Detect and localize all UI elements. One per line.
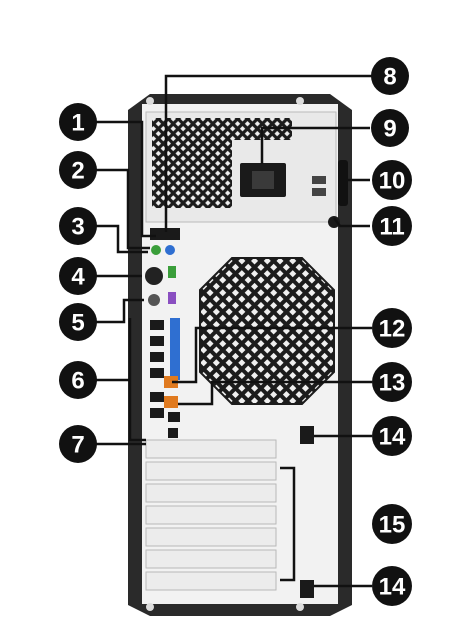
callout-5-label: 5: [71, 310, 84, 337]
expansion-slot: [145, 505, 277, 525]
leader-line-15: [280, 466, 296, 582]
side-handle-slot: [338, 160, 348, 206]
callout-5: 5: [59, 303, 97, 341]
callout-3-label: 3: [71, 214, 84, 241]
psu-latch: [312, 188, 326, 196]
callout-9-label: 9: [383, 116, 396, 143]
leader-line-2: [96, 168, 150, 250]
callout-12-label: 12: [379, 316, 406, 343]
chassis-screw: [296, 603, 304, 611]
expansion-slots: [145, 426, 314, 598]
leader-line-8: [164, 74, 372, 232]
leader-line-3: [96, 224, 148, 254]
callout-11-label: 11: [379, 214, 404, 241]
callout-6-label: 6: [71, 368, 84, 395]
usb-port: [150, 320, 164, 330]
io-panel: [145, 245, 180, 438]
callout-14-lower-label: 14: [379, 574, 406, 601]
audio-port-green: [151, 245, 161, 255]
callout-10-label: 10: [379, 168, 406, 195]
slot-latch: [300, 426, 314, 444]
callout-11: 11: [372, 206, 412, 246]
expansion-slot: [145, 439, 277, 459]
callout-1: 1: [59, 103, 97, 141]
psu-switch: [150, 228, 180, 240]
expansion-slot: [145, 483, 277, 503]
usb-port: [150, 336, 164, 346]
chassis-screw: [146, 97, 154, 105]
ps2-port-green: [168, 266, 176, 278]
callout-7: 7: [59, 425, 97, 463]
callout-2-label: 2: [71, 158, 84, 185]
serial-port: [170, 318, 180, 380]
usb-port: [150, 352, 164, 362]
fan-grille: [199, 257, 335, 405]
network-port: [168, 412, 180, 422]
psu-latch: [312, 176, 326, 184]
callout-7-label: 7: [71, 432, 84, 459]
chassis-screw: [146, 603, 154, 611]
leader-line-1: [94, 120, 156, 238]
usb-port: [150, 408, 164, 418]
callout-1-label: 1: [71, 110, 84, 137]
callout-9: 9: [371, 109, 409, 147]
callout-2: 2: [59, 151, 97, 189]
callout-14-upper: 14: [372, 416, 412, 456]
callout-4: 4: [59, 257, 97, 295]
callout-14-upper-label: 14: [379, 424, 406, 451]
leader-lines: [94, 74, 372, 588]
displayport: [168, 428, 178, 438]
power-supply: [145, 111, 348, 240]
callout-4-label: 4: [71, 264, 85, 291]
leader-line-11: [333, 217, 370, 228]
callout-12: 12: [372, 308, 412, 348]
callout-8: 8: [371, 57, 409, 95]
usb-port: [150, 368, 164, 378]
callout-15-label: 15: [379, 512, 406, 539]
thumbscrew: [328, 216, 340, 228]
leader-line-13: [178, 380, 372, 406]
leader-line-5: [96, 298, 144, 324]
callout-13: 13: [372, 362, 412, 402]
slot-latch: [300, 580, 314, 598]
callouts: 1 2 3 4 5 6 7 8 9 10 11 12 13 14 15 14: [59, 57, 412, 606]
leader-line-9: [260, 126, 370, 164]
ps2-port-purple: [168, 292, 176, 304]
leader-line-12: [172, 326, 372, 384]
network-port: [164, 396, 178, 408]
callout-13-label: 13: [379, 370, 406, 397]
expansion-slot: [145, 549, 277, 569]
callout-14-lower: 14: [372, 566, 412, 606]
callout-8-label: 8: [383, 64, 396, 91]
callout-15: 15: [372, 504, 412, 544]
expansion-slot: [145, 527, 277, 547]
leader-line-6: [96, 318, 146, 442]
usb-port: [150, 392, 164, 402]
fan-vent: [199, 257, 335, 405]
power-connector-inner: [252, 171, 274, 189]
callout-6: 6: [59, 361, 97, 399]
audio-port-blue: [165, 245, 175, 255]
psu-vent: [152, 118, 232, 208]
expansion-slot: [145, 571, 277, 591]
callout-3: 3: [59, 207, 97, 245]
network-port: [164, 376, 178, 388]
callout-10: 10: [372, 160, 412, 200]
ps2-port: [145, 267, 163, 285]
expansion-slot: [145, 461, 277, 481]
antenna-port: [148, 294, 160, 306]
chassis-screw: [296, 97, 304, 105]
